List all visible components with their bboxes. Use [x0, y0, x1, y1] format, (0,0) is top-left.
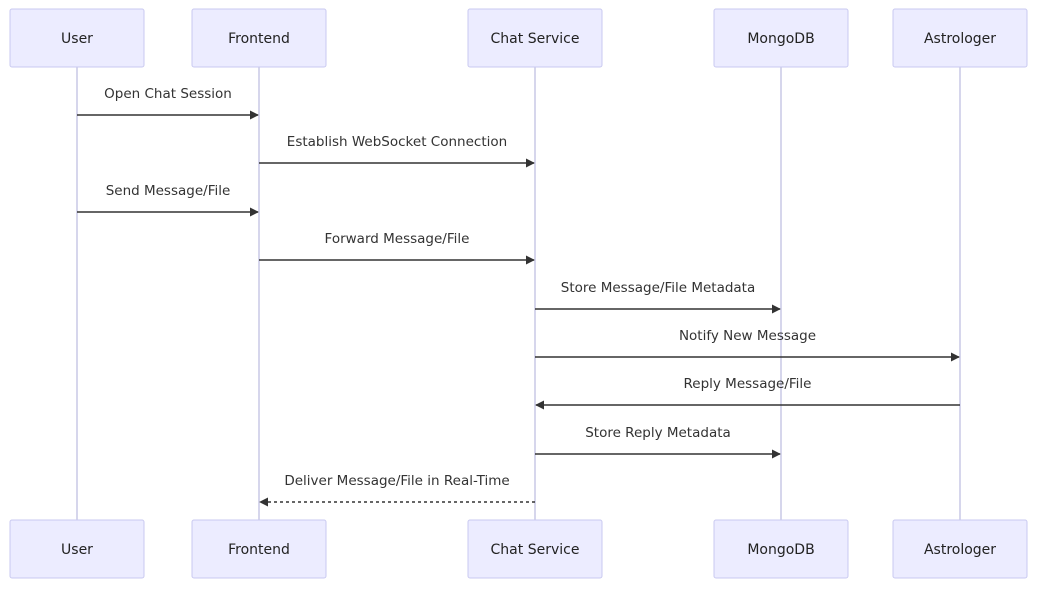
actor-box	[191, 8, 327, 68]
actor-label: Frontend	[228, 31, 290, 47]
actor-label: Frontend	[228, 542, 290, 558]
actor-label: Chat Service	[491, 542, 580, 558]
message-label: Reply Message/File	[684, 376, 812, 392]
actor-box	[892, 8, 1028, 68]
actor-label: Astrologer	[924, 542, 996, 558]
message-8: Store Reply Metadata	[535, 425, 781, 459]
message-2: Establish WebSocket Connection	[259, 134, 535, 168]
actor-astro-top: Astrologer	[892, 8, 1028, 68]
actors-bottom: User Frontend Chat Service MongoDB Astrologe…	[9, 519, 1028, 579]
message-label: Notify New Message	[679, 328, 816, 344]
actor-frontend-top: Frontend	[191, 8, 327, 68]
actor-astro-bottom: Astrologer	[892, 519, 1028, 579]
message-label: Store Message/File Metadata	[561, 280, 756, 296]
message-label: Store Reply Metadata	[585, 425, 731, 441]
actor-label: MongoDB	[747, 542, 814, 558]
message-6: Notify New Message	[535, 328, 960, 362]
actor-label: User	[61, 31, 93, 47]
message-1: Open Chat Session	[77, 86, 259, 120]
actor-box	[9, 519, 145, 579]
actor-mongo-bottom: MongoDB	[713, 519, 849, 579]
actor-user-bottom: User	[9, 519, 145, 579]
actor-mongo-top: MongoDB	[713, 8, 849, 68]
actor-box	[713, 519, 849, 579]
actor-box	[467, 519, 603, 579]
message-label: Forward Message/File	[325, 231, 470, 247]
actor-label: User	[61, 542, 93, 558]
message-5: Store Message/File Metadata	[535, 280, 781, 314]
actor-box	[191, 519, 327, 579]
actor-label: Astrologer	[924, 31, 996, 47]
message-label: Deliver Message/File in Real-Time	[284, 473, 509, 489]
message-9: Deliver Message/File in Real-Time	[259, 473, 535, 507]
message-3: Send Message/File	[77, 183, 259, 217]
actor-box	[9, 8, 145, 68]
actor-chat-bottom: Chat Service	[467, 519, 603, 579]
actor-box	[892, 519, 1028, 579]
message-7: Reply Message/File	[535, 376, 960, 410]
actor-user-top: User	[9, 8, 145, 68]
actor-chat-top: Chat Service	[467, 8, 603, 68]
message-label: Establish WebSocket Connection	[287, 134, 507, 150]
actor-frontend-bottom: Frontend	[191, 519, 327, 579]
actor-label: Chat Service	[491, 31, 580, 47]
message-label: Send Message/File	[106, 183, 231, 199]
message-4: Forward Message/File	[259, 231, 535, 265]
actor-box	[467, 8, 603, 68]
actor-box	[713, 8, 849, 68]
actor-label: MongoDB	[747, 31, 814, 47]
lifelines	[76, 67, 961, 520]
actors-top: User Frontend Chat Service MongoDB Astrologe…	[9, 8, 1028, 68]
message-label: Open Chat Session	[104, 86, 232, 102]
